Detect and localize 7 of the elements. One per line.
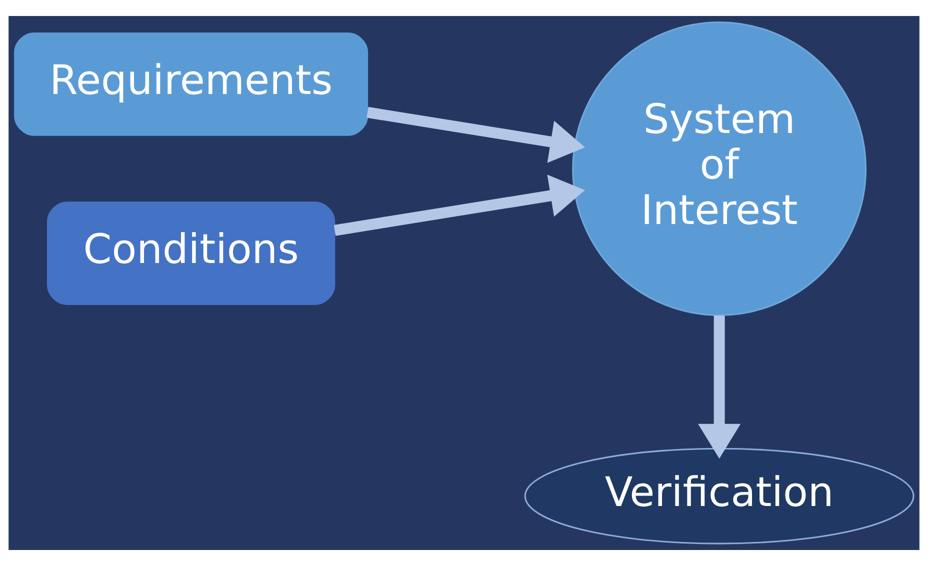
arrow: [698, 316, 741, 459]
node-ellipse: Verification: [524, 448, 914, 544]
node-box: Conditions: [46, 202, 336, 305]
arrow: [334, 174, 585, 236]
arrow: [366, 106, 586, 163]
node-circle: System of Interest: [572, 21, 867, 316]
node-box: Requirements: [14, 32, 368, 136]
